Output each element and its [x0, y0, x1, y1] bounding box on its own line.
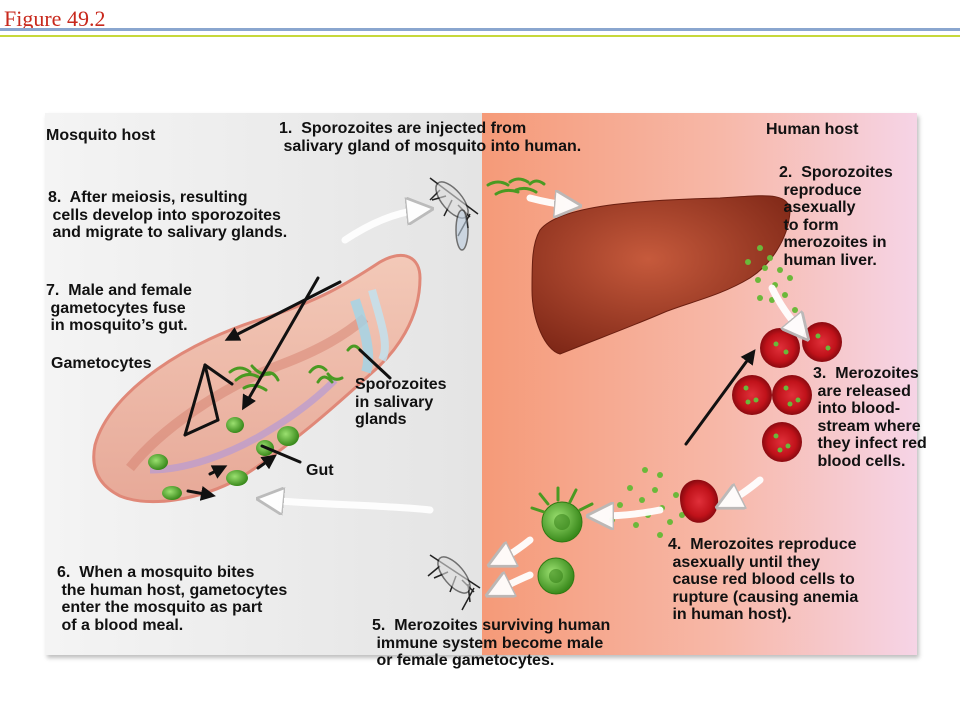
mosquito-top-icon — [429, 177, 479, 251]
mosquito-gut-illustration — [92, 253, 422, 504]
step-3-caption: 3. Merozoites are released into blood- s… — [813, 365, 927, 470]
sporozoites-glands-label: Sporozoites in salivary glands — [355, 376, 447, 428]
step-2-caption: 2. Sporozoites reproduce asexually to fo… — [779, 164, 893, 269]
gut-label: Gut — [306, 462, 334, 479]
step-5-caption: 5. Merozoites surviving human immune sys… — [372, 617, 611, 669]
step-1-caption: 1. Sporozoites are injected from salivar… — [279, 120, 582, 155]
gut-gametocytes — [148, 344, 362, 500]
sporozoites-injected — [486, 177, 546, 196]
liver-illustration — [531, 195, 791, 355]
mosquito-host-label: Mosquito host — [46, 127, 156, 144]
step-8-caption: 8. After meiosis, resulting cells develo… — [48, 189, 288, 241]
gametocytes-label: Gametocytes — [51, 355, 152, 372]
step-4-caption: 4. Merozoites reproduce asexually until … — [668, 536, 859, 623]
mosquito-bottom-icon — [427, 554, 481, 611]
annotation-pointers — [183, 276, 756, 501]
step-6-caption: 6. When a mosquito bites the human host,… — [57, 564, 288, 634]
figure-title: Figure 49.2 — [4, 6, 106, 31]
header-rule-blue — [0, 28, 960, 31]
gametocyte-cells — [530, 486, 594, 595]
step-7-caption: 7. Male and female gametocytes fuse in m… — [46, 282, 192, 334]
infected-rbc-parasites — [743, 333, 831, 453]
human-host-label: Human host — [766, 121, 859, 138]
cycle-arrows — [270, 198, 800, 590]
merozoites — [609, 245, 798, 538]
header-rule-green — [0, 35, 960, 37]
